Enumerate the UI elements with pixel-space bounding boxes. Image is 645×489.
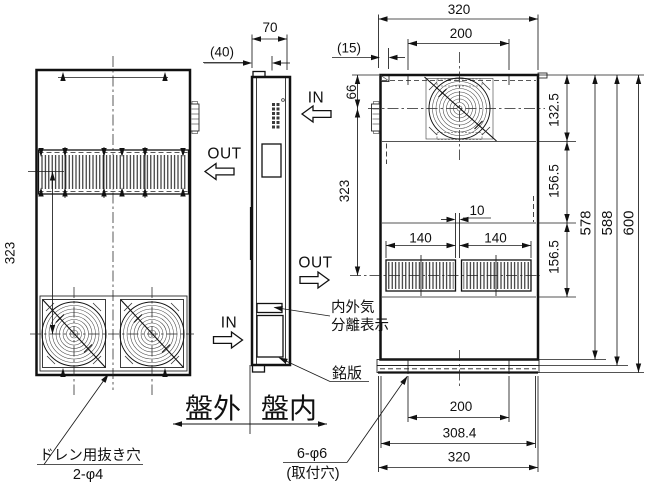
dim-bottom-width: 320 (448, 450, 471, 465)
rear-dimensions: 320 200 (15) 66 323 132.5 156.5 156.5 57… (332, 2, 644, 472)
separator-indicator-callout: 内外気 分離表示 (273, 299, 389, 334)
side-nameplate (256, 314, 284, 358)
panel-boundary: 盤外 盤内 (173, 365, 327, 434)
in-arrow-top-icon (301, 105, 332, 123)
rear-corner-tab (380, 74, 390, 82)
dim-rear-323: 323 (337, 180, 352, 203)
rear-louver (350, 255, 540, 296)
dim-height-overall: 600 (621, 210, 638, 235)
side-window (261, 143, 282, 178)
fan-guard-rear-icon (428, 77, 491, 140)
out-arrow-bottom-icon (299, 271, 330, 289)
airflow-arrows: IN OUT OUT IN (204, 90, 332, 349)
dim-louver-gap: 10 (469, 203, 484, 218)
nameplate-callout: 銘版 (277, 355, 369, 382)
mount-hole-callout: 6-φ6 (取付穴) (283, 374, 410, 482)
dim-louver-left: 140 (409, 231, 432, 246)
mount-label-line1: 6-φ6 (297, 446, 327, 462)
dim-louver-right: 140 (484, 231, 507, 246)
dim-section-bottom: 156.5 (546, 240, 561, 274)
dim-depth: 70 (262, 20, 277, 35)
panel-outside-label: 盤外 (185, 393, 241, 424)
panel-inside-label: 盤内 (261, 393, 317, 424)
side-top-tab (252, 70, 266, 78)
dim-top-tab-offset: (15) (337, 41, 361, 56)
front-view: 323 (2, 56, 200, 395)
dim-height-flange: 588 (599, 210, 616, 235)
callouts: 内外気 分離表示 銘版 盤外 盤内 ドレン用抜き穴 2-φ4 6-φ6 (取付穴… (37, 299, 410, 483)
front-louver (37, 147, 190, 198)
front-dim-323: 323 (2, 171, 64, 334)
dim-bottom-hole-span: 308.4 (443, 426, 477, 441)
rear-corner-tab-right (537, 72, 548, 79)
rear-fan (424, 76, 497, 142)
rear-bottom-flange (376, 350, 540, 386)
side-indicator-display (272, 98, 285, 129)
drain-label-line1: ドレン用抜き穴 (39, 447, 141, 464)
dim-height-body: 578 (578, 210, 595, 235)
dim-top-width: 320 (448, 2, 471, 17)
front-top-hole-marks (58, 72, 168, 81)
separator-label-line2: 分離表示 (331, 316, 389, 334)
in-arrow-bottom-icon (212, 331, 244, 349)
dim-depth-outside: (40) (210, 45, 234, 60)
out-arrow-top-icon (204, 162, 235, 181)
dim-bottom-hole-pitch: 200 (450, 399, 473, 414)
drain-label-line2: 2-φ4 (73, 467, 103, 483)
side-view: 70 (40) (203, 20, 292, 373)
rear-view (350, 52, 548, 386)
front-connector (190, 101, 200, 134)
flow-out-top-label: OUT (207, 146, 241, 163)
flow-in-bottom-label: IN (221, 315, 238, 332)
front-fans (30, 287, 194, 395)
side-dim-70: 70 (251, 20, 288, 70)
nameplate-label: 銘版 (332, 365, 362, 382)
fan-corner-marks (45, 302, 180, 365)
dim-top-hole-pitch: 200 (450, 26, 473, 41)
side-dim-40: (40) (203, 45, 290, 71)
rear-fan-corner-marks (428, 81, 491, 136)
rear-connector (371, 101, 381, 134)
mount-label-line2: (取付穴) (286, 465, 339, 482)
flow-out-bottom-label: OUT (298, 255, 332, 272)
drain-hole-callout: ドレン用抜き穴 2-φ4 (37, 372, 143, 483)
dim-fan-center: 66 (344, 84, 359, 99)
dim-section-top: 132.5 (546, 93, 561, 127)
side-bottom-tab (251, 364, 266, 373)
flow-in-top-label: IN (308, 90, 325, 107)
side-view-body-outline (250, 75, 292, 367)
separator-label-line1: 内外気 (331, 299, 375, 316)
dim-front-323: 323 (2, 242, 17, 265)
dim-section-mid: 156.5 (546, 164, 561, 198)
